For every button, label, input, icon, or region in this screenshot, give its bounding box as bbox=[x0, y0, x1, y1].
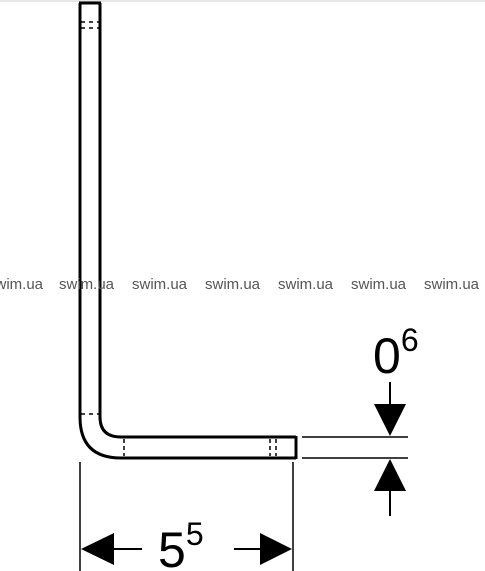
watermark-text: swim.ua bbox=[351, 276, 407, 293]
length-dimension-label: 55 bbox=[158, 516, 204, 571]
length-dimension-base: 5 bbox=[158, 522, 186, 571]
watermark-text: swim.ua bbox=[424, 276, 480, 293]
height-dimension-sup: 6 bbox=[401, 322, 419, 358]
watermark-text: swim.ua bbox=[59, 276, 115, 293]
pipe-outer-wall bbox=[78, 3, 296, 460]
length-arrow-right-head bbox=[260, 533, 292, 565]
watermark-text: swim.ua bbox=[132, 276, 188, 293]
watermark-row: swim.ua swim.ua swim.ua swim.ua swim.ua … bbox=[0, 276, 480, 293]
watermark-text: swim.ua bbox=[205, 276, 261, 293]
height-arrow-top-head bbox=[374, 404, 406, 436]
pipe-inner-wall bbox=[98, 3, 296, 439]
watermark-text: swim.ua bbox=[278, 276, 334, 293]
height-dimension-label: 06 bbox=[373, 322, 419, 384]
watermark-text: swim.ua bbox=[0, 276, 44, 293]
length-dimension-sup: 5 bbox=[186, 516, 204, 552]
length-arrow-left-head bbox=[81, 533, 114, 565]
height-arrow-bottom-head bbox=[374, 459, 406, 491]
height-dimension-base: 0 bbox=[373, 328, 401, 384]
